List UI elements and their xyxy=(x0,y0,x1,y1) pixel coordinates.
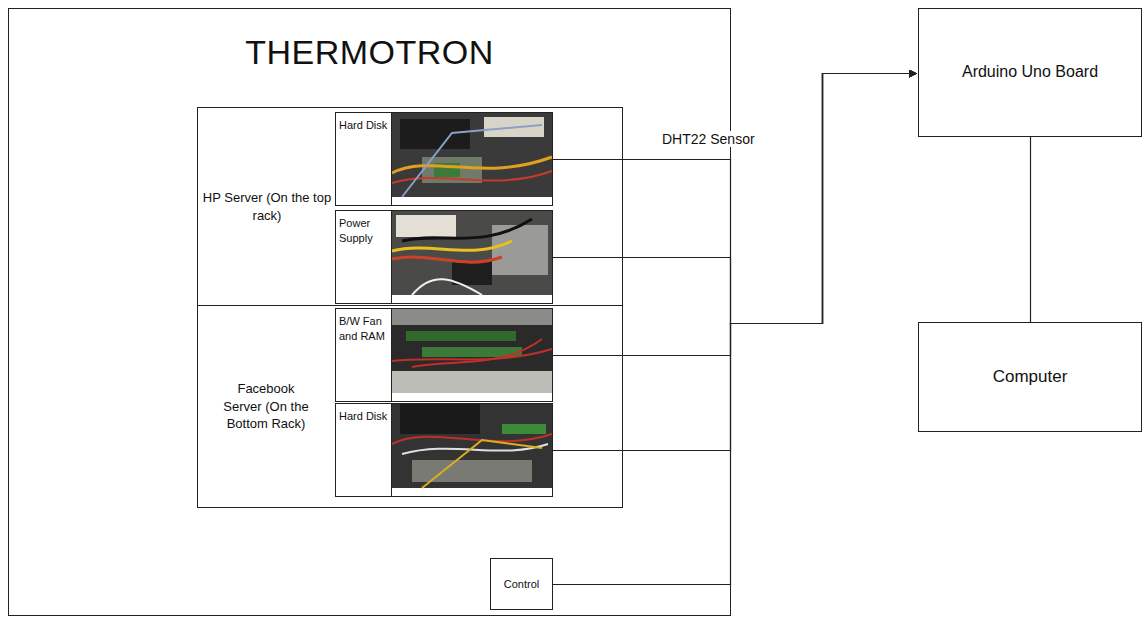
connector xyxy=(553,74,917,324)
photo-wire xyxy=(392,434,552,444)
rack-band: Facebook Server (On the Bottom Rack) B/W … xyxy=(197,305,623,508)
component-box: B/W Fan and RAM xyxy=(335,308,553,402)
photo-wire xyxy=(392,241,512,251)
component-label: Power Supply xyxy=(336,211,392,303)
photo-part xyxy=(452,261,492,285)
component-label: Hard Disk xyxy=(336,404,392,496)
component-label: Hard Disk xyxy=(336,113,392,205)
component-box: Hard Disk xyxy=(335,403,553,497)
fan-ram-photo xyxy=(392,309,552,393)
photo-part xyxy=(502,424,546,434)
rack-band: HP Server (On the top rack)Hard DiskPowe… xyxy=(197,107,623,306)
control-box: Control xyxy=(490,558,553,610)
photo-ground xyxy=(392,404,552,488)
photo-wire xyxy=(422,440,542,488)
box-label: Control xyxy=(500,577,543,591)
component-box: Hard Disk xyxy=(335,112,553,206)
photo-part xyxy=(400,119,470,149)
photo-wire xyxy=(392,257,502,262)
photo-ground xyxy=(392,113,552,197)
sensor-label-holder: DHT22 Sensor xyxy=(660,131,757,147)
connector xyxy=(553,74,917,324)
photo-wire xyxy=(392,349,552,361)
hard-disk-photo xyxy=(392,404,552,488)
chamber-box: THERMOTRONHP Server (On the top rack)Har… xyxy=(8,8,731,616)
photo-ground xyxy=(392,309,552,393)
connector xyxy=(553,74,917,356)
photo-wire xyxy=(392,157,552,173)
photo-ground xyxy=(392,211,552,295)
rack-label: Facebook Server (On the Bottom Rack) xyxy=(220,380,312,433)
device-box: Computer xyxy=(918,322,1142,432)
connector xyxy=(1030,137,1031,322)
power-supply-photo xyxy=(392,211,552,295)
photo-wire xyxy=(402,219,532,241)
photo-wire xyxy=(392,171,552,183)
connector xyxy=(553,74,917,451)
component-box: Power Supply xyxy=(335,210,553,304)
photo-wire xyxy=(412,339,542,367)
photo-wire xyxy=(402,125,542,197)
box-label: Arduino Uno Board xyxy=(958,62,1102,83)
chamber-title: THERMOTRON xyxy=(9,33,730,72)
photo-part xyxy=(406,331,516,341)
photo-part xyxy=(392,309,552,325)
photo-part xyxy=(396,215,456,237)
photo-part xyxy=(412,460,532,482)
photo-part xyxy=(400,404,480,434)
component-label: B/W Fan and RAM xyxy=(336,309,392,401)
box-label: Computer xyxy=(989,366,1072,388)
sensor-label: DHT22 Sensor xyxy=(660,131,757,147)
device-box: Arduino Uno Board xyxy=(918,8,1142,137)
rack-label: HP Server (On the top rack) xyxy=(200,189,334,224)
photo-part xyxy=(392,371,552,393)
photo-wire xyxy=(412,279,482,295)
hard-disk-photo xyxy=(392,113,552,197)
